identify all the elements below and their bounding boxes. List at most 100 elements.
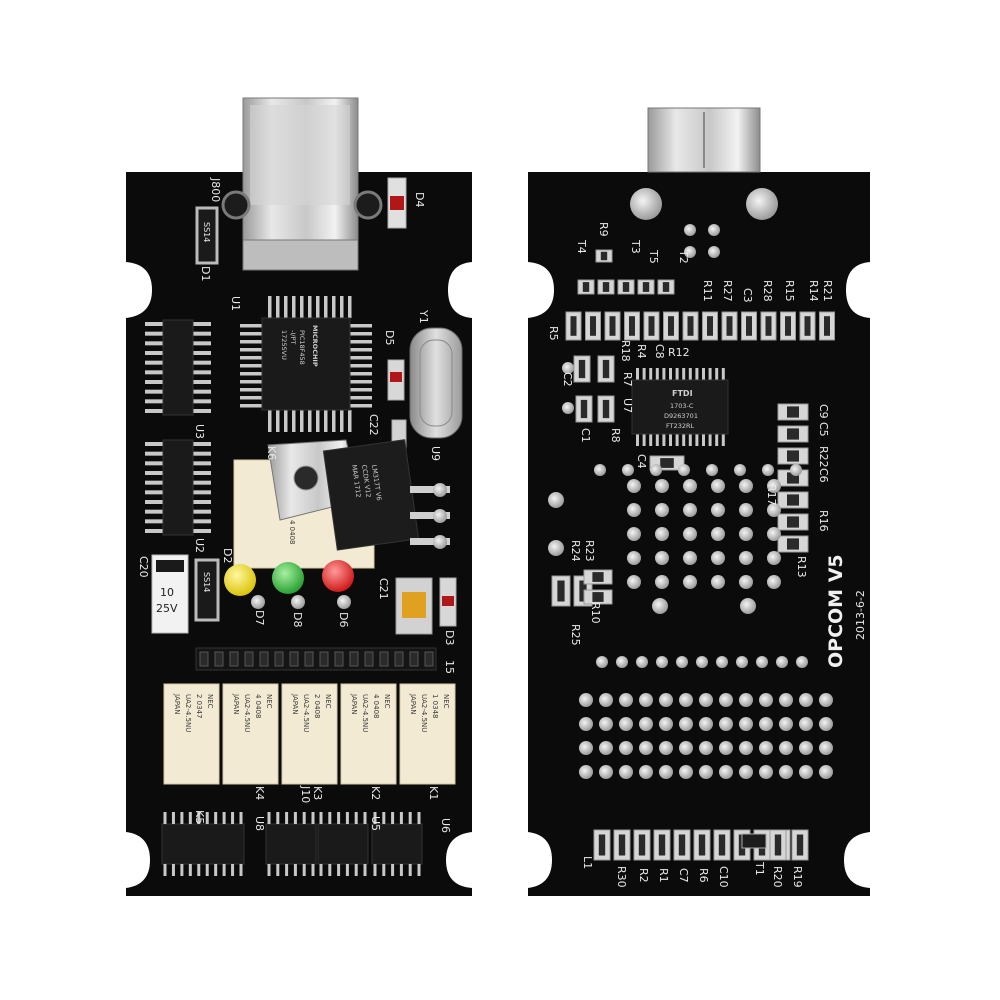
label-d3: D3 <box>443 630 456 645</box>
via-pad <box>616 656 628 668</box>
via-pad <box>678 464 690 476</box>
chip-pin <box>145 500 163 504</box>
ftdi-line-2: D9263701 <box>664 412 698 420</box>
chip-pin <box>193 370 211 375</box>
chip-pin <box>267 864 271 876</box>
via-pad <box>655 575 669 589</box>
via-pad <box>639 693 653 707</box>
relay-text: JAPAN <box>173 693 181 715</box>
mcu-pin <box>240 380 262 384</box>
via-pad <box>619 765 633 779</box>
label-r28: R28 <box>761 280 774 302</box>
chip-pin <box>669 434 672 446</box>
chip-pin <box>188 864 192 876</box>
soic-chip <box>317 823 369 865</box>
chip-pin <box>180 812 184 824</box>
label-r10: R10 <box>589 602 602 624</box>
via-pad <box>627 503 641 517</box>
chip-pin <box>193 331 211 336</box>
mcu-pin <box>284 410 288 432</box>
smd-body <box>582 282 590 292</box>
via-pad <box>734 464 746 476</box>
chip-pin <box>399 864 403 876</box>
chip-pin <box>145 370 163 375</box>
smd-body <box>785 316 791 336</box>
chip-pin <box>391 864 395 876</box>
mcu-pin <box>308 410 312 432</box>
label-d1: D1 <box>199 266 212 281</box>
smd-body <box>718 834 726 856</box>
mcu-pin <box>240 348 262 352</box>
smd-body <box>787 538 799 550</box>
smd-body <box>658 834 666 856</box>
mcu-line-2: -I/PT <box>289 330 297 344</box>
label-k6: K6 <box>265 446 278 460</box>
left-board: MICROCHIP PIC18F458 -I/PT 1725SVU 4 0408 <box>126 97 472 896</box>
mcu-pin <box>350 364 372 368</box>
label-c22: C22 <box>367 414 380 436</box>
via-pad <box>719 717 733 731</box>
chip-pin <box>145 519 163 524</box>
chip-pin <box>193 360 211 365</box>
chip-pin <box>363 812 367 824</box>
mcu-pin <box>324 296 328 318</box>
label-d5: D5 <box>383 330 396 345</box>
chip-pin <box>193 351 211 355</box>
chip-pin <box>363 864 367 876</box>
label-r14: R14 <box>807 280 820 302</box>
chip-pin <box>702 368 705 380</box>
via-pad <box>739 527 753 541</box>
via-pad <box>655 551 669 565</box>
label-t2: T2 <box>677 249 690 264</box>
chip-pin <box>302 864 306 876</box>
via-pad <box>759 741 773 755</box>
chip-pin <box>311 864 315 876</box>
via-pad <box>759 765 773 779</box>
via-pad <box>739 503 753 517</box>
via-pad <box>599 741 613 755</box>
label-y1: Y1 <box>417 309 430 324</box>
label-k2: K2 <box>369 786 382 800</box>
mcu-pin <box>268 296 272 318</box>
chip-pin <box>311 812 315 824</box>
mcu-pin <box>240 324 262 328</box>
chip-pin <box>193 409 211 413</box>
smd-body <box>618 834 626 856</box>
via-pad <box>790 464 802 476</box>
chip-pin <box>231 812 235 824</box>
chip-pin <box>188 812 192 824</box>
chip-pin <box>285 812 289 824</box>
chip-pin <box>145 360 163 365</box>
chip-pin <box>193 322 211 326</box>
via-pad <box>684 246 696 258</box>
via-pad <box>655 527 669 541</box>
mcu-pin <box>292 296 296 318</box>
mcu-pin <box>348 410 352 432</box>
chip-pin <box>354 864 358 876</box>
label-r1: R1 <box>657 868 670 883</box>
bottom-chips <box>161 812 423 876</box>
chip-pin <box>354 812 358 824</box>
via-pad <box>767 551 781 565</box>
chip-pin <box>708 434 712 446</box>
label-r22: R22 <box>817 446 830 468</box>
header-pin <box>274 651 284 667</box>
mcu-pin <box>350 332 372 336</box>
via-pad <box>679 717 693 731</box>
chip-pin <box>145 480 163 485</box>
mcu-pin <box>332 410 336 432</box>
chip-pin <box>662 368 666 380</box>
chip-pin <box>302 812 306 824</box>
chip-pin <box>145 451 163 456</box>
label-r2: R2 <box>637 868 650 883</box>
via-pad <box>579 717 593 731</box>
via-pad <box>639 741 653 755</box>
via-pad <box>656 656 668 668</box>
smd-body <box>602 282 610 292</box>
mcu-pin <box>240 364 262 368</box>
relay-text: UA2-4.5NU <box>361 694 369 732</box>
smd-body <box>557 580 565 602</box>
smd-body <box>804 316 811 336</box>
via-pad <box>739 717 753 731</box>
via-pad <box>619 717 633 731</box>
